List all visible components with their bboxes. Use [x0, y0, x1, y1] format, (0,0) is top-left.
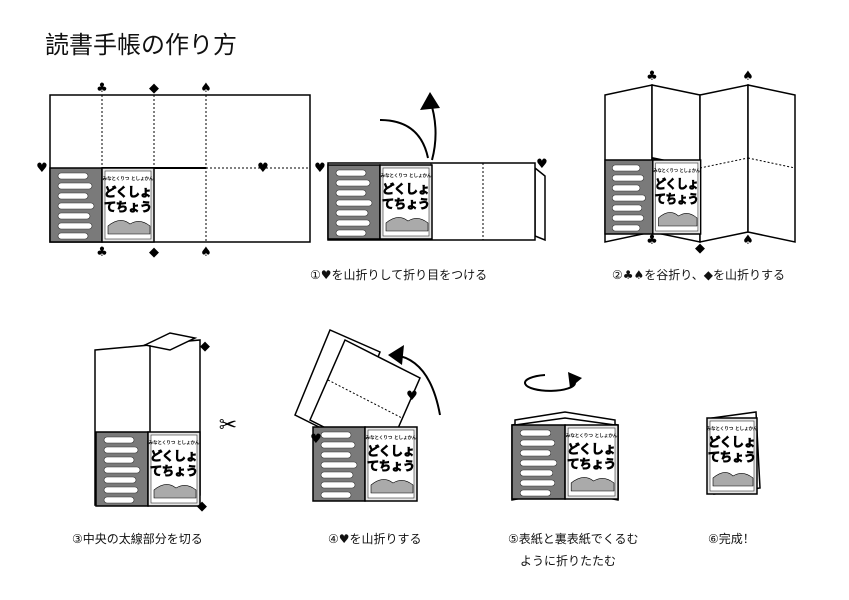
svg-text:◆: ◆ [149, 81, 159, 96]
svg-text:♥: ♥ [314, 161, 326, 176]
svg-text:♠: ♠ [200, 81, 212, 96]
svg-text:♠: ♠ [742, 233, 754, 248]
svg-text:♥: ♥ [310, 432, 322, 447]
step5-figure: ⑤表紙と裏表紙でくるむ ように折りたたむ [508, 372, 639, 568]
svg-text:♥: ♥ [257, 161, 269, 176]
step2-figure: ♥ ♥ ①♥を山折りして折り目をつける [310, 92, 548, 282]
svg-text:◆: ◆ [695, 241, 705, 256]
svg-text:◆: ◆ [200, 339, 210, 354]
page-title: 読書手帳の作り方 [45, 31, 237, 59]
step1-figure: ♣ ◆ ♠ ♥ ♥ ♣ ◆ ♠ [36, 81, 311, 260]
svg-text:♥: ♥ [36, 161, 48, 176]
step4-caption: ④♥を山折りする [328, 531, 422, 546]
svg-text:♣: ♣ [646, 69, 658, 84]
scissors-icon: ✂ [219, 413, 237, 438]
svg-text:♥: ♥ [536, 157, 548, 172]
step3-figure: ♣ ♠ ♣ ◆ ♠ ②♣♠を谷折り、◆を山折りする [604, 69, 796, 282]
step6-caption: ⑥完成！ [708, 531, 755, 546]
svg-text:♣: ♣ [646, 233, 658, 248]
step5-caption-line1: ⑤表紙と裏表紙でくるむ [508, 531, 639, 546]
step2-caption: ②♣♠を谷折り、◆を山折りする [612, 267, 785, 282]
svg-text:♠: ♠ [742, 69, 754, 84]
step4-figure: ♥ ♥ ④♥を山折りする [294, 329, 441, 546]
step6-figure: みなとくりつ としょかん どくしょ てちょう ⑥完成！ [706, 411, 761, 546]
finished-library-text: みなとくりつ としょかん [707, 425, 758, 432]
finished-title-line1: どくしょ [708, 435, 756, 449]
step5-caption-line2: ように折りたたむ [520, 553, 616, 568]
svg-text:◆: ◆ [149, 245, 159, 260]
svg-text:◆: ◆ [197, 499, 207, 514]
svg-text:♥: ♥ [406, 389, 418, 404]
step3-caption: ③中央の太線部分を切る [72, 531, 203, 546]
svg-text:♠: ♠ [200, 245, 212, 260]
finished-title-line2: てちょう [708, 450, 756, 464]
step3-cut-figure: ◆ ◆ ✂ ③中央の太線部分を切る [72, 332, 237, 546]
step1-caption: ①♥を山折りして折り目をつける [310, 267, 487, 282]
svg-text:♣: ♣ [96, 245, 108, 260]
svg-text:♣: ♣ [96, 81, 108, 96]
